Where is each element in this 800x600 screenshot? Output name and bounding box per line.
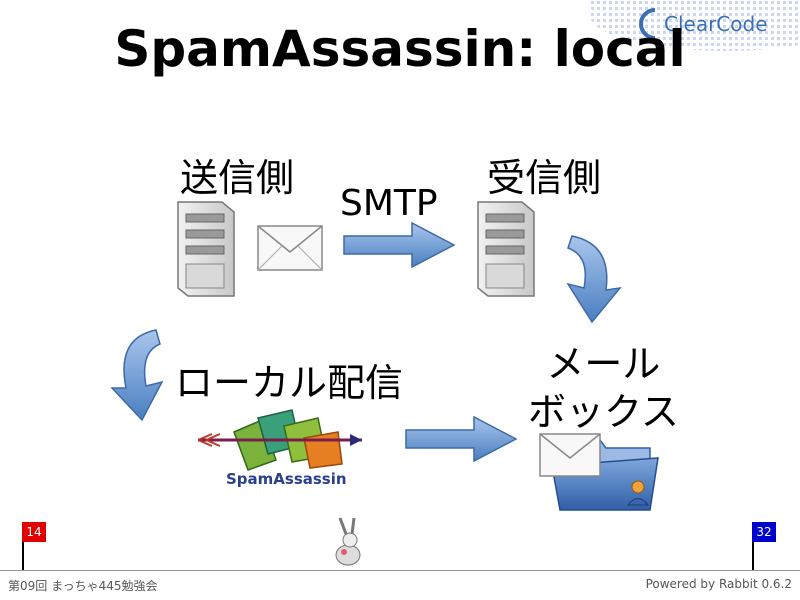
curved-arrow-local-icon: [110, 329, 164, 422]
footer-powered-by: Powered by Rabbit 0.6.2: [645, 577, 792, 591]
current-page-flag: 14: [22, 522, 46, 570]
local-delivery-label: ローカル配信: [175, 361, 404, 405]
mailbox-label-line2: ボックス: [528, 390, 679, 434]
total-pages-flag: 32: [752, 522, 776, 570]
total-pages-number: 32: [752, 522, 776, 542]
spamassassin-logo-text: SpamAssassin: [226, 470, 347, 488]
spamassassin-logo: SpamAssassin: [197, 409, 362, 488]
envelope-icon: [257, 225, 323, 271]
receiver-server-icon: [477, 201, 535, 297]
progress-baseline: [0, 570, 800, 571]
sender-server-icon: [177, 201, 235, 297]
receiver-label: 受信側: [487, 156, 602, 200]
curved-arrow-down-icon: [566, 235, 622, 324]
slide-title: SpamAssassin: local: [114, 20, 686, 78]
footer-event-title: 第09回 まっちゃ445勉強会: [8, 579, 158, 593]
mailbox-label-line1: メール: [546, 342, 661, 386]
current-page-number: 14: [22, 522, 46, 542]
smtp-label: SMTP: [340, 183, 438, 224]
mailbox-folder-icon: [539, 433, 659, 511]
sender-label: 送信側: [180, 156, 295, 200]
rabbit-icon: [335, 517, 361, 566]
clearcode-logo: ClearCode: [588, 0, 800, 52]
delivery-arrow-icon: [405, 415, 518, 463]
flag-pole: [22, 542, 24, 570]
flag-pole: [752, 542, 754, 570]
mailbox-label: メール ボックス: [528, 340, 679, 436]
logo-text: ClearCode: [664, 12, 768, 36]
smtp-arrow-icon: [343, 221, 456, 269]
